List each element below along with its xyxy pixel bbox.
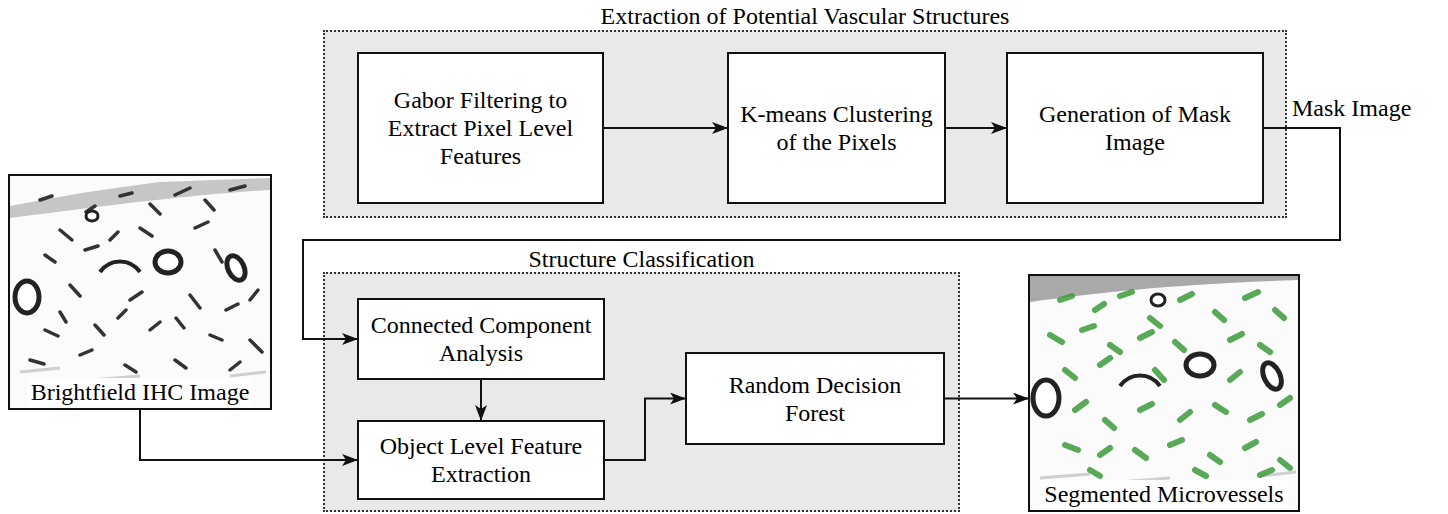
- stage-group: Structure ClassificationConnected Compon…: [323, 272, 960, 512]
- process-box: Object Level Feature Extraction: [357, 420, 605, 500]
- flow-arrow: [604, 127, 727, 129]
- process-label: Object Level Feature Extraction: [369, 432, 593, 488]
- process-box: Random Decision Forest: [685, 352, 945, 445]
- vessel-ring: [1186, 354, 1214, 376]
- picture-ground: [1030, 276, 1298, 510]
- group-title: Structure Classification: [325, 245, 958, 273]
- process-label: Connected Component Analysis: [369, 311, 593, 367]
- image-caption: Segmented Microvessels: [1040, 480, 1287, 508]
- group-heading-holder: Extraction of Potential Vascular Structu…: [325, 2, 1285, 30]
- vessel-ring: [1033, 380, 1059, 416]
- edge-label: Mask Image: [1290, 94, 1413, 122]
- process-box: Generation of Mask Image: [1006, 52, 1264, 204]
- picture-ground: [10, 176, 270, 408]
- process-box: Connected Component Analysis: [357, 298, 605, 380]
- vessel-wall: [100, 262, 140, 273]
- edge-label-holder: Mask Image: [1290, 94, 1413, 122]
- group-title: Extraction of Potential Vascular Structu…: [325, 2, 1285, 30]
- process-label: Generation of Mask Image: [1018, 100, 1252, 156]
- process-label: Gabor Filtering to Extract Pixel Level F…: [369, 86, 592, 170]
- process-box: Gabor Filtering to Extract Pixel Level F…: [357, 52, 604, 204]
- process-box: K-means Clustering of the Pixels: [727, 52, 946, 204]
- process-label: Random Decision Forest: [697, 371, 933, 427]
- image-panel: Segmented Microvessels: [1028, 274, 1300, 512]
- brightfield-picture: [10, 176, 270, 408]
- segmented-picture: [1030, 276, 1298, 510]
- image-caption: Brightfield IHC Image: [27, 378, 254, 406]
- flow-arrow: [946, 127, 1006, 129]
- vessel-ring: [1259, 360, 1285, 392]
- vessel-ring: [223, 253, 248, 283]
- segmented-vessels: [1050, 292, 1290, 476]
- vessel-strokes: [30, 186, 262, 372]
- vessel-ring: [1151, 294, 1165, 306]
- image-panel: Brightfield IHC Image: [8, 174, 272, 410]
- process-label: K-means Clustering of the Pixels: [739, 100, 934, 156]
- vessel-wall: [1120, 376, 1160, 387]
- vessel-ring: [15, 281, 39, 313]
- flow-arrow: [480, 380, 482, 420]
- flow-arrow: [945, 398, 1028, 400]
- vessel-ring: [155, 251, 181, 273]
- vessel-ring: [86, 211, 98, 221]
- group-heading-holder: Structure Classification: [325, 245, 958, 273]
- stage-group: Extraction of Potential Vascular Structu…: [323, 30, 1287, 218]
